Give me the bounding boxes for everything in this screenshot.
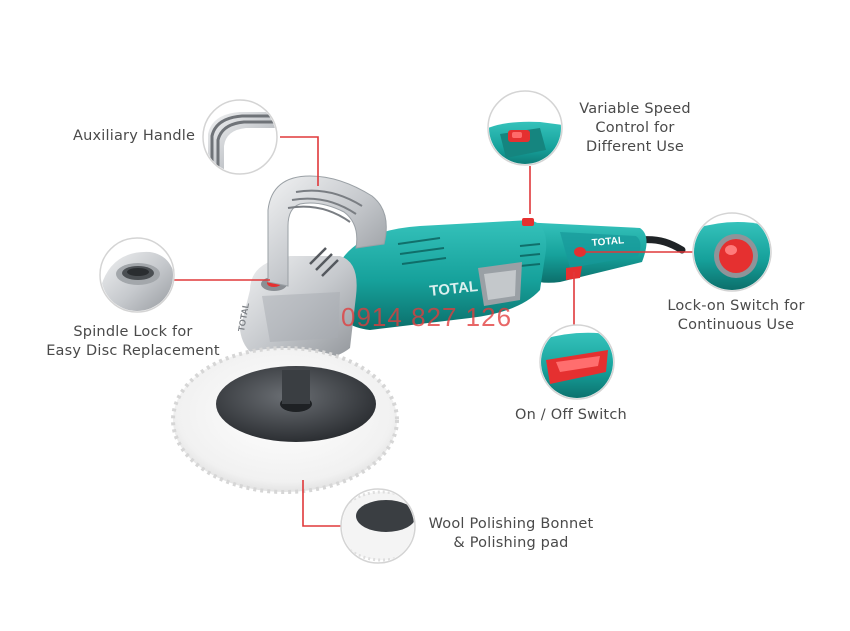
leader-aux-handle — [280, 136, 319, 186]
brand-logo-body: TOTAL — [429, 278, 479, 300]
detail-circle-on-off — [539, 324, 615, 400]
variable-speed-button — [522, 218, 534, 226]
label-lock-on-switch: Lock-on Switch for Continuous Use — [667, 298, 805, 333]
phone-watermark: 0914 827 126 — [341, 302, 513, 332]
label-spindle-lock: Spindle Lock for Easy Disc Replacement — [46, 324, 220, 359]
leader-lines — [174, 136, 694, 527]
detail-circle-lock-on — [692, 212, 772, 292]
brand-logo-rear: TOTAL — [591, 235, 624, 249]
leader-wool — [302, 480, 341, 527]
detail-circle-variable-speed — [487, 90, 563, 166]
label-variable-speed: Variable Speed Control for Different Use — [579, 101, 691, 155]
detail-circle-wool — [340, 488, 416, 564]
polisher-illustration: TOTAL TOTAL TOTAL — [171, 175, 686, 494]
label-wool-bonnet: Wool Polishing Bonnet & Polishing pad — [428, 516, 594, 551]
label-auxiliary-handle: Auxiliary Handle — [73, 128, 196, 144]
detail-circle-spindle-lock — [99, 237, 175, 313]
label-on-off-switch: On / Off Switch — [515, 407, 627, 423]
detail-circle-aux-handle — [202, 99, 278, 175]
lock-on-button — [574, 247, 586, 257]
